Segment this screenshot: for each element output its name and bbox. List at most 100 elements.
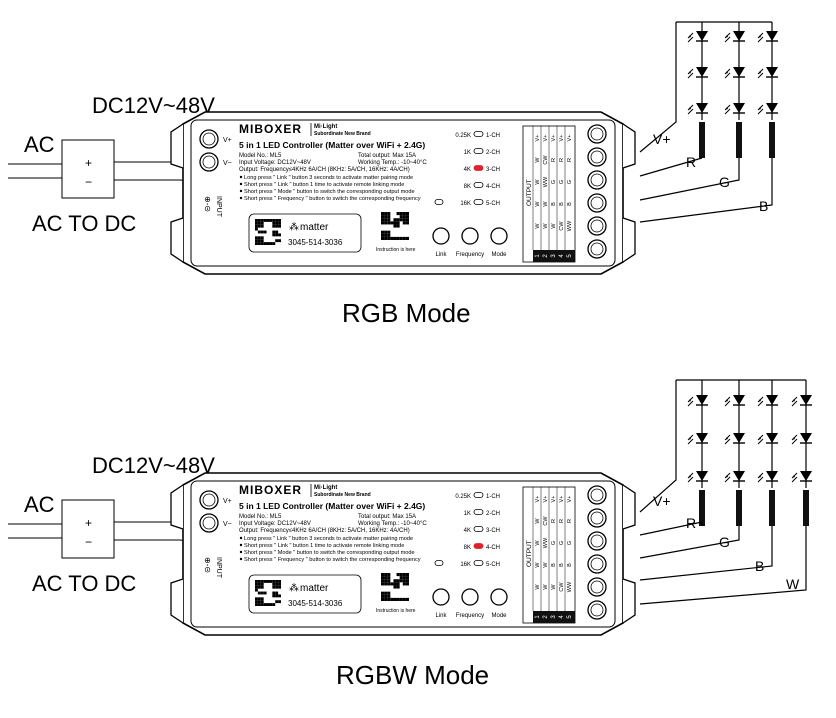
- matter-logo-icon: ⁂: [289, 222, 299, 233]
- bullet-icon: [239, 182, 243, 186]
- channel-label: 2-CH: [486, 511, 500, 517]
- instruction-line: Long press " Link " button 3 seconds to …: [244, 175, 413, 181]
- output-table-cell: V+: [551, 135, 557, 142]
- led-icon: [800, 395, 812, 405]
- model-number: Model No.: ML5: [239, 514, 282, 520]
- product-title: 5 in 1 LED Controller (Matter over WiFi …: [239, 140, 425, 150]
- input-voltage: Input Voltage: DC12V~48V: [239, 160, 311, 166]
- input-voltage: Input Voltage: DC12V~48V: [239, 521, 311, 527]
- output-table-cell: W: [543, 562, 549, 568]
- output-frequency: Output: Frequency≤4KHz 6A/CH (8KHz: 5A/C…: [239, 167, 410, 173]
- output-table-cell: B: [551, 563, 557, 567]
- bullet-icon: [239, 536, 243, 540]
- qr-caption: Instruction is here: [376, 608, 416, 614]
- output-table-cell: V+: [567, 135, 573, 142]
- frequency-indicator-led: [473, 560, 484, 566]
- output-table-cell: B: [567, 202, 573, 206]
- rgb-mode-diagram: DC12V~48V AC + − AC TO DC V+V−INPUT⊕-⊝MI…: [8, 21, 778, 328]
- output-table-cell: W: [535, 179, 541, 185]
- frequency-label: 1K: [464, 511, 471, 517]
- frequency-label: 0.25K: [455, 133, 471, 139]
- led-icon: [766, 471, 778, 481]
- total-output: Total output: Max 15A: [358, 514, 416, 520]
- output-table-cell: V+: [559, 135, 565, 142]
- frequency-button-label: Frequency: [456, 613, 484, 619]
- output-table-cell: WW: [567, 581, 573, 592]
- led-icon: [733, 395, 745, 405]
- output-table-cell: G: [559, 180, 565, 184]
- channel-label: 5-CH: [486, 562, 500, 568]
- matter-label: matter: [300, 583, 329, 594]
- output-label: OUTPUT: [526, 540, 533, 567]
- mode-title: RGBW Mode: [336, 660, 489, 690]
- vplus-output-label: V+: [653, 131, 671, 147]
- product-title: 5 in 1 LED Controller (Matter over WiFi …: [239, 501, 425, 511]
- frequency-indicator-led: [473, 199, 484, 205]
- link-button[interactable]: [432, 588, 450, 606]
- mode-button[interactable]: [490, 227, 508, 245]
- instruction-line: Short press " Mode " button to switch th…: [244, 189, 415, 195]
- working-temp: Working Temp.: -10~40°C: [358, 160, 427, 166]
- brand-logo: MIBOXER: [239, 483, 302, 497]
- frequency-button[interactable]: [461, 227, 479, 245]
- output-table-cell: WW: [543, 537, 549, 548]
- led-icon: [733, 433, 745, 443]
- output-table-cell: B: [551, 202, 557, 206]
- resistor-icon: [699, 122, 705, 158]
- status-led: [434, 560, 444, 566]
- output-table-cell: V+: [535, 496, 541, 503]
- channel-label: 2-CH: [486, 150, 500, 156]
- output-table-cell: W: [535, 584, 541, 590]
- link-button-label: Link: [435, 252, 447, 258]
- output-table-cell: W: [543, 201, 549, 207]
- channel-label: 3-CH: [486, 167, 500, 173]
- plus-sign: +: [85, 516, 92, 530]
- vplus-output-label: V+: [653, 493, 671, 509]
- led-icon: [733, 67, 745, 77]
- ac-label: AC: [24, 492, 55, 517]
- led-icon: [800, 471, 812, 481]
- instruction-qr-icon: [381, 212, 409, 240]
- output-wiring: V+ R G B: [639, 21, 778, 223]
- frequency-indicator-led: [473, 526, 484, 532]
- rgbw-mode-diagram: DC12V~48V AC + − AC TO DC V+V−INPUT⊕-⊝MI…: [8, 379, 812, 690]
- mounting-ear-left: [170, 217, 184, 263]
- output-table-cell: W: [543, 223, 549, 229]
- mode-button[interactable]: [490, 588, 508, 606]
- terminal-number: 4: [559, 615, 565, 619]
- working-temp: Working Temp.: -10~40°C: [358, 521, 427, 527]
- mounting-ear-left: [170, 123, 184, 169]
- terminal-number: 5: [567, 254, 573, 258]
- link-button[interactable]: [432, 227, 450, 245]
- led-icon: [766, 67, 778, 77]
- led-icon: [696, 67, 708, 77]
- instruction-line: Short press " Mode " button to switch th…: [244, 550, 415, 556]
- wire-label-b: B: [755, 558, 764, 574]
- output-table-cell: R: [551, 519, 557, 523]
- led-icon: [766, 31, 778, 41]
- terminal-number: 5: [567, 615, 573, 619]
- output-table-cell: B: [559, 202, 565, 206]
- frequency-button[interactable]: [461, 588, 479, 606]
- controller-panel: [190, 119, 616, 267]
- output-table-cell: R: [567, 158, 573, 162]
- polarity-icon: ⊕-⊝: [203, 196, 212, 212]
- output-table-cell: R: [551, 158, 557, 162]
- sub-brand-name: Mi·Light: [314, 485, 337, 491]
- output-table-cell: W: [535, 540, 541, 546]
- voltage-label: DC12V~48V: [92, 93, 215, 118]
- ac-dc-converter-box: [61, 139, 115, 199]
- output-table-cell: W: [535, 562, 541, 568]
- output-table-cell: G: [567, 180, 573, 184]
- output-table-cell: G: [567, 541, 573, 545]
- resistor-icon: [803, 490, 809, 526]
- resistor-icon: [736, 122, 742, 158]
- terminal-number: 1: [535, 615, 541, 619]
- output-table-cell: W: [551, 223, 557, 229]
- terminal-number: 2: [543, 615, 549, 619]
- frequency-label: 16K: [460, 201, 471, 207]
- sub-brand-tagline: Subordinate New Brand: [314, 492, 371, 498]
- matter-logo-icon: ⁂: [289, 583, 299, 594]
- instruction-line: Short press " Frequency " button to swit…: [244, 196, 421, 202]
